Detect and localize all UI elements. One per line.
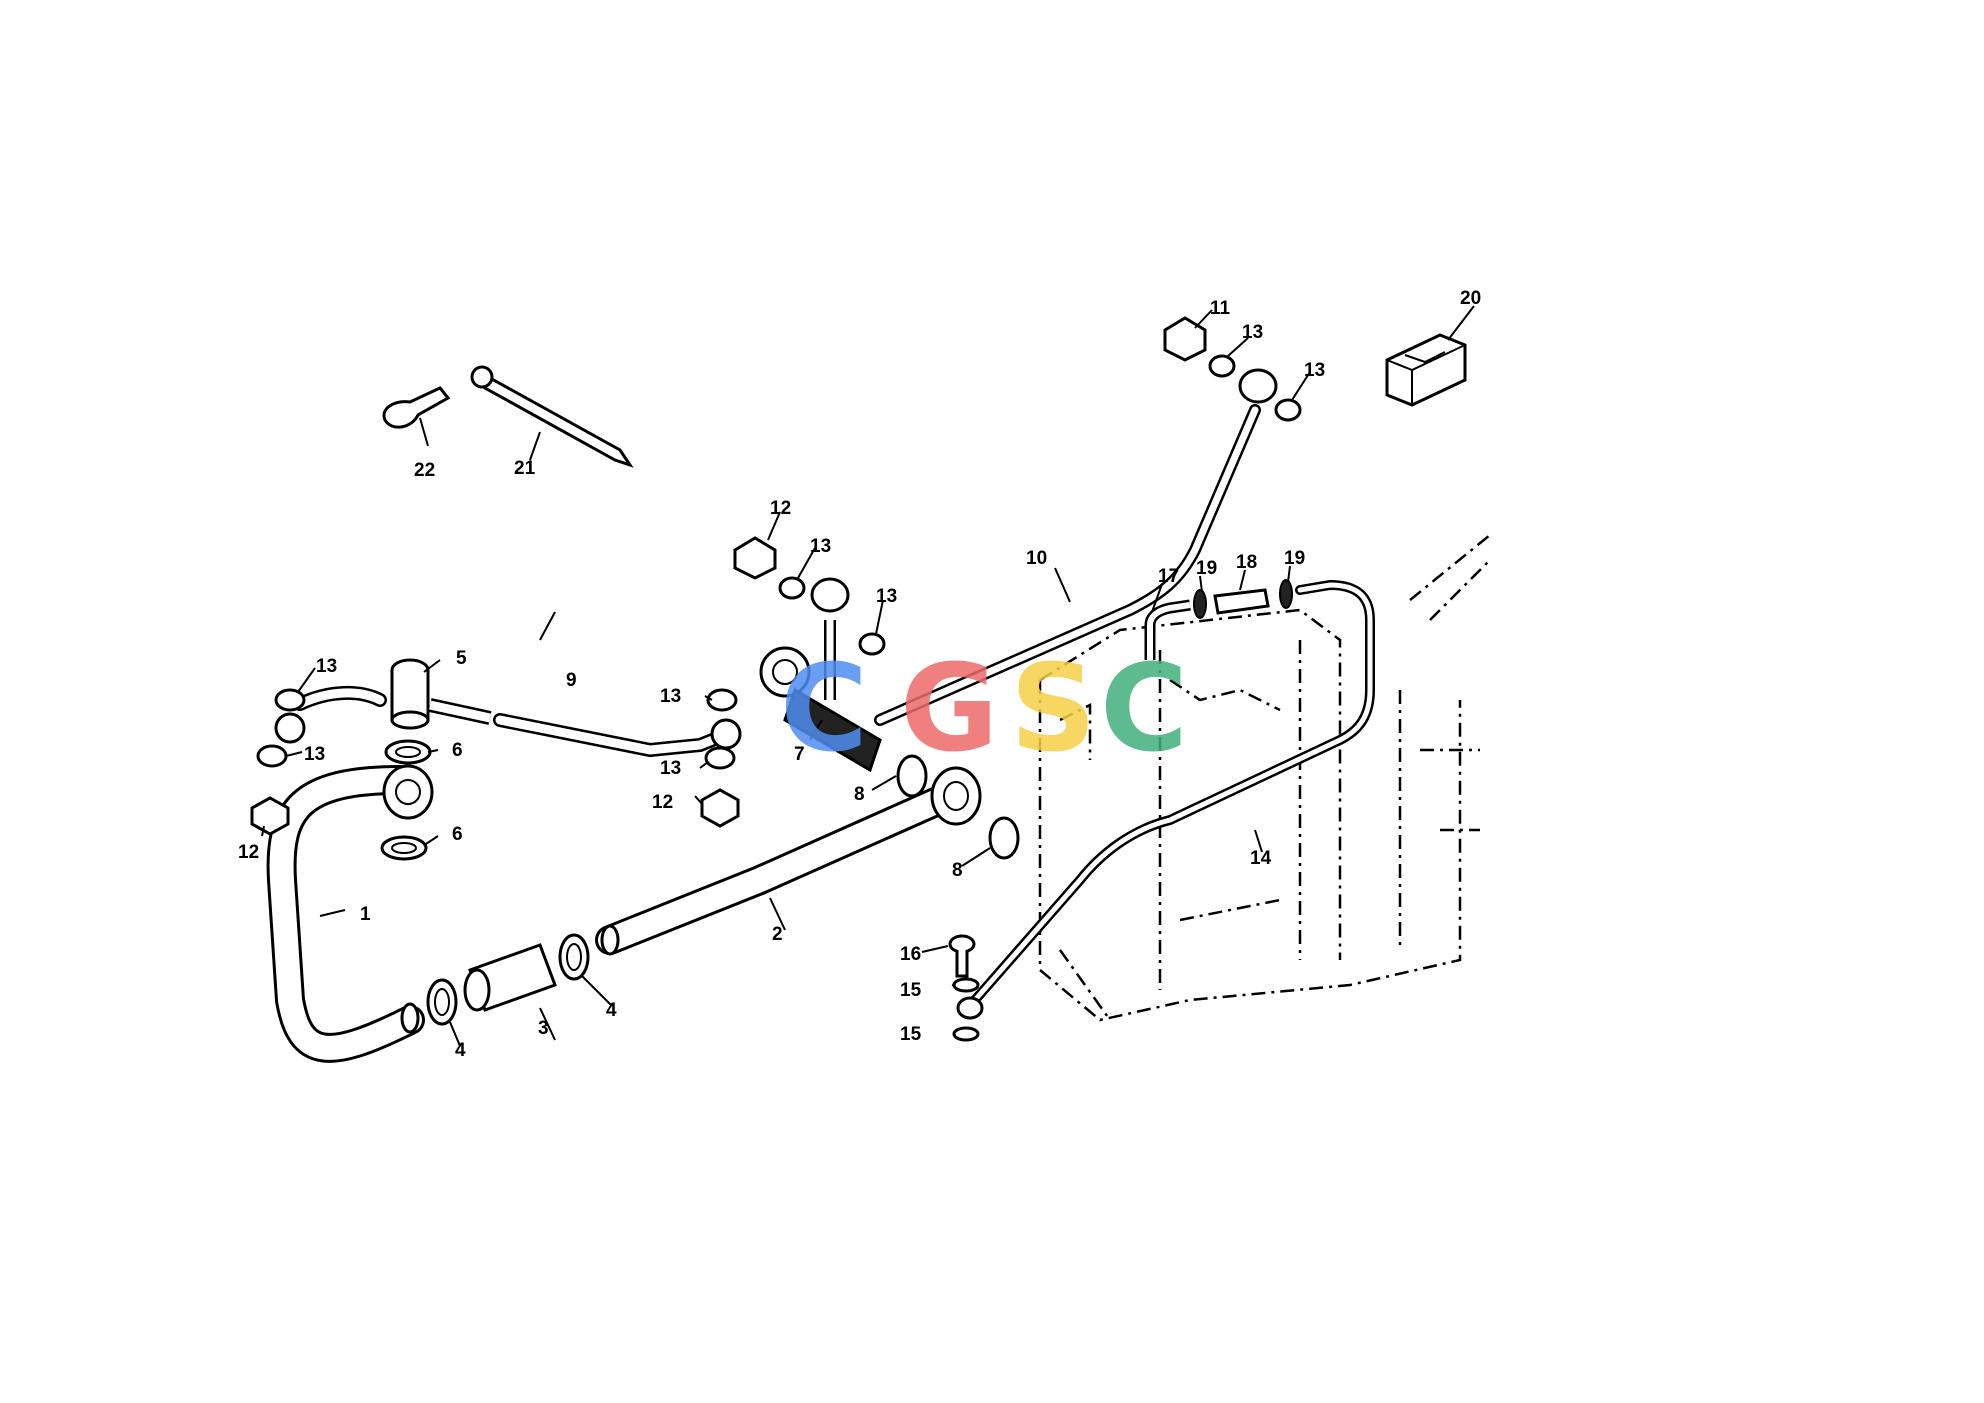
watermark-letter: S	[1010, 640, 1096, 779]
callout-13-h: 13	[660, 758, 681, 779]
callout-8-a: 8	[854, 784, 865, 805]
callout-19-a: 19	[1196, 558, 1217, 579]
part-18-hose	[1213, 588, 1270, 615]
callout-13-e: 13	[316, 656, 337, 677]
callout-17: 17	[1158, 566, 1179, 587]
callout-13-b: 13	[1304, 360, 1325, 381]
callout-13-d: 13	[876, 586, 897, 607]
part-3-sleeve	[463, 943, 557, 1012]
callout-4-b: 4	[606, 1000, 617, 1021]
callout-13-c: 13	[810, 536, 831, 557]
callout-4-a: 4	[455, 1040, 466, 1061]
callout-12-b: 12	[652, 792, 673, 813]
callout-18: 18	[1236, 552, 1257, 573]
part-6-seal-a	[384, 739, 432, 765]
part-1-hose	[266, 764, 434, 1063]
callout-labels: 1 2 3 4 4 5 6 6 7 8 8 9 10 11 12 12 12 1…	[238, 288, 1481, 1061]
callout-11: 11	[1210, 298, 1231, 319]
part-4-clamp-a	[426, 978, 458, 1026]
callout-15-b: 15	[900, 1024, 922, 1045]
callout-12-a: 12	[770, 498, 791, 519]
callout-13-a: 13	[1242, 322, 1263, 343]
callout-9: 9	[566, 670, 577, 691]
watermark-letter: G	[900, 640, 999, 779]
callout-12-c: 12	[238, 842, 259, 863]
part-12-bolt-b	[700, 788, 740, 828]
part-15-washer-a	[952, 977, 980, 993]
part-2-hose	[595, 766, 982, 956]
part-20-block	[1385, 333, 1467, 407]
part-12-bolt-c	[250, 796, 290, 836]
callout-13-g: 13	[660, 686, 681, 707]
callout-21: 21	[514, 458, 536, 479]
callout-6-a: 6	[452, 740, 463, 761]
callout-6-b: 6	[452, 824, 463, 845]
part-19-clamps	[1193, 579, 1293, 619]
transmission-housing	[1038, 534, 1491, 1022]
part-13-washers	[256, 354, 1302, 770]
callout-7: 7	[794, 744, 805, 765]
part-9-tube	[274, 686, 742, 758]
callout-15-a: 15	[900, 980, 922, 1001]
callout-14: 14	[1250, 848, 1272, 869]
part-15-washer-b	[952, 1026, 980, 1042]
callout-13-f: 13	[304, 744, 325, 765]
part-10-tube	[810, 368, 1278, 726]
part-14-tube	[956, 579, 1375, 1020]
part-16-bolt	[948, 934, 976, 978]
callout-16: 16	[900, 944, 921, 965]
callout-1: 1	[360, 904, 371, 925]
part-11-bolt	[1163, 316, 1207, 362]
callout-20: 20	[1460, 288, 1481, 309]
callout-2: 2	[772, 924, 783, 945]
part-12-bolt-a	[733, 536, 777, 580]
part-21-dipstick	[470, 365, 634, 468]
part-17-elbow	[1144, 599, 1191, 660]
callout-10: 10	[1026, 548, 1047, 569]
callout-3: 3	[538, 1018, 549, 1039]
callout-8-b: 8	[952, 860, 963, 881]
part-8-oring-b	[988, 816, 1020, 860]
callout-5: 5	[456, 648, 467, 669]
part-22-clip	[382, 386, 451, 429]
part-7-fitting	[759, 646, 882, 773]
part-6-seal-b	[380, 835, 428, 861]
watermark-letter: C	[780, 640, 868, 779]
watermark-letter: C	[1100, 640, 1188, 779]
callout-19-b: 19	[1284, 548, 1305, 569]
part-4-clamp-b	[558, 933, 590, 981]
part-8-oring-a	[896, 754, 928, 798]
callout-22: 22	[414, 460, 435, 481]
watermark: C G S C	[780, 640, 1188, 779]
leader-lines	[261, 305, 1475, 1047]
part-5-cap	[390, 658, 430, 730]
